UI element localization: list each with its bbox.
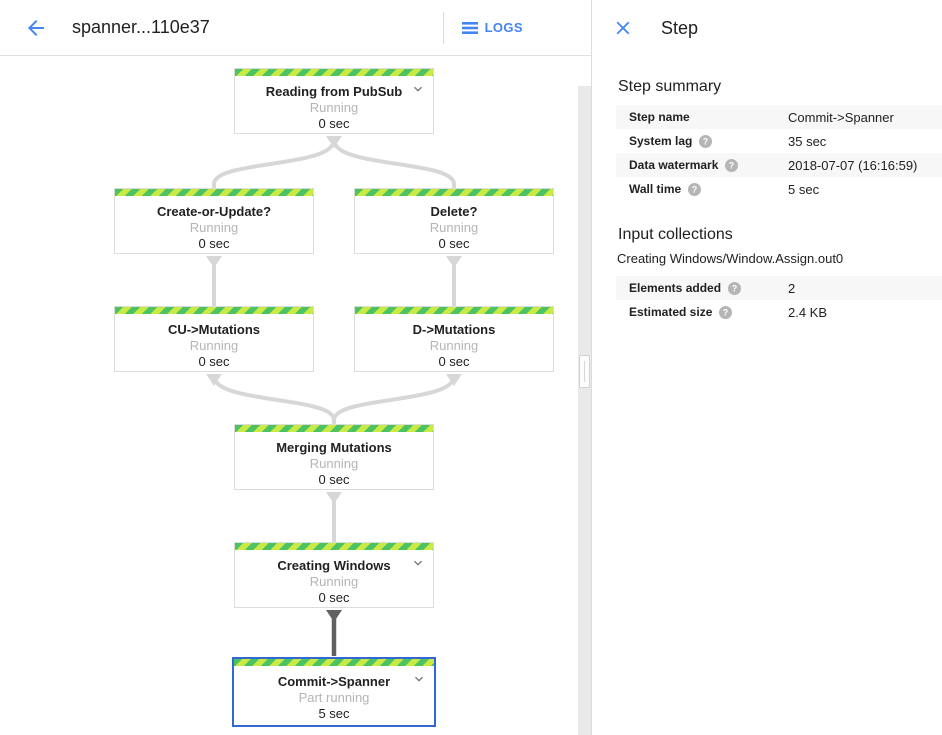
svg-text:?: ? <box>732 283 738 293</box>
graph-edges <box>206 136 462 656</box>
node-title: CU->Mutations <box>167 322 261 337</box>
table-row: Estimated size ? 2.4 KB <box>616 300 942 324</box>
running-stripe <box>355 189 553 196</box>
node-status: Running <box>309 100 359 115</box>
node-title: Merging Mutations <box>276 440 392 455</box>
graph-scrollbar-track[interactable] <box>578 86 591 735</box>
running-stripe <box>115 189 313 196</box>
running-stripe <box>235 69 433 76</box>
help-icon[interactable]: ? <box>728 281 742 295</box>
running-stripe <box>115 307 313 314</box>
node-time: 0 sec <box>318 590 350 605</box>
collection-name: Creating Windows/Window.Assign.out0 <box>617 251 844 266</box>
row-value: 35 sec <box>788 133 827 149</box>
row-label: Step name <box>629 110 690 124</box>
help-icon[interactable]: ? <box>725 158 739 172</box>
node-status: Running <box>429 220 479 235</box>
graph-node-create-or-update[interactable]: Create-or-Update? Running 0 sec <box>114 188 314 254</box>
table-row: Data watermark ? 2018-07-07 (16:16:59) <box>616 153 942 177</box>
row-value: 2.4 KB <box>788 304 828 320</box>
node-title: Reading from PubSub <box>265 84 403 99</box>
row-label: System lag <box>629 134 693 148</box>
node-status: Running <box>309 574 359 589</box>
node-status: Running <box>429 338 479 353</box>
row-value: 5 sec <box>788 181 820 197</box>
node-title: D->Mutations <box>412 322 496 337</box>
graph-node-delete[interactable]: Delete? Running 0 sec <box>354 188 554 254</box>
row-label: Estimated size <box>629 305 713 319</box>
node-time: 5 sec <box>318 706 350 721</box>
running-stripe <box>355 307 553 314</box>
input-collections-heading: Input collections <box>618 226 733 243</box>
chevron-down-icon[interactable] <box>410 81 426 97</box>
graph-node-commit-spanner-selected[interactable]: Commit->Spanner Part running 5 sec <box>232 657 436 727</box>
logs-button[interactable]: LOGS <box>461 20 523 35</box>
node-title: Commit->Spanner <box>277 674 391 689</box>
row-label: Data watermark <box>629 158 719 172</box>
running-stripe <box>234 659 434 666</box>
job-graph-panel: spanner...110e37 LOGS <box>0 0 592 735</box>
node-title: Create-or-Update? <box>156 204 272 219</box>
row-value: 2018-07-07 (16:16:59) <box>788 157 918 173</box>
row-label: Wall time <box>629 182 682 196</box>
input-collections-table: Elements added ? 2 Estimated size ? 2.4 … <box>616 276 942 324</box>
table-row: Wall time ? 5 sec <box>616 177 942 201</box>
running-stripe <box>235 543 433 550</box>
node-status: Running <box>189 220 239 235</box>
graph-node-creating-windows[interactable]: Creating Windows Running 0 sec <box>234 542 434 608</box>
pipeline-graph: Reading from PubSub Running 0 sec Create… <box>0 56 591 735</box>
job-header: spanner...110e37 LOGS <box>0 0 591 56</box>
header-divider <box>442 11 444 44</box>
job-title: spanner...110e37 <box>72 17 210 37</box>
row-label: Elements added <box>629 281 722 295</box>
help-icon[interactable]: ? <box>699 134 713 148</box>
panel-title: Step <box>661 17 699 38</box>
running-stripe <box>235 425 433 432</box>
row-value: Commit->Spanner <box>788 109 894 125</box>
help-icon[interactable]: ? <box>719 305 733 319</box>
table-row: Step name Commit->Spanner <box>616 105 942 129</box>
chevron-down-icon[interactable] <box>411 671 427 687</box>
scrollbar-grip <box>584 361 585 382</box>
graph-node-reading-from-pubsub[interactable]: Reading from PubSub Running 0 sec <box>234 68 434 134</box>
svg-text:?: ? <box>723 307 729 317</box>
node-title: Delete? <box>430 204 478 219</box>
node-title: Creating Windows <box>277 558 391 573</box>
close-icon <box>612 17 634 39</box>
graph-node-d-mutations[interactable]: D->Mutations Running 0 sec <box>354 306 554 372</box>
node-time: 0 sec <box>198 354 230 369</box>
node-time: 0 sec <box>198 236 230 251</box>
step-summary-heading: Step summary <box>618 78 722 95</box>
graph-node-cu-mutations[interactable]: CU->Mutations Running 0 sec <box>114 306 314 372</box>
svg-text:?: ? <box>703 136 709 146</box>
graph-node-merging-mutations[interactable]: Merging Mutations Running 0 sec <box>234 424 434 490</box>
step-details-panel: Step Step summary Step name Commit->Span… <box>592 0 942 735</box>
back-button[interactable] <box>24 16 48 40</box>
graph-scrollbar-thumb[interactable] <box>579 355 590 388</box>
chevron-down-icon[interactable] <box>410 555 426 571</box>
svg-text:?: ? <box>692 184 698 194</box>
help-icon[interactable]: ? <box>688 182 702 196</box>
node-status: Part running <box>298 690 370 705</box>
step-summary-table: Step name Commit->Spanner System lag ? 3… <box>616 105 942 201</box>
arrow-back-icon <box>24 16 48 40</box>
logs-list-icon <box>461 21 478 35</box>
table-row: Elements added ? 2 <box>616 276 942 300</box>
node-status: Running <box>309 456 359 471</box>
node-time: 0 sec <box>438 354 470 369</box>
node-status: Running <box>189 338 239 353</box>
step-panel-header: Step <box>592 0 942 56</box>
node-time: 0 sec <box>438 236 470 251</box>
close-panel-button[interactable] <box>612 17 634 39</box>
node-time: 0 sec <box>318 116 350 131</box>
node-time: 0 sec <box>318 472 350 487</box>
table-row: System lag ? 35 sec <box>616 129 942 153</box>
row-value: 2 <box>788 280 796 296</box>
logs-button-label: LOGS <box>484 20 523 35</box>
svg-text:?: ? <box>729 160 735 170</box>
